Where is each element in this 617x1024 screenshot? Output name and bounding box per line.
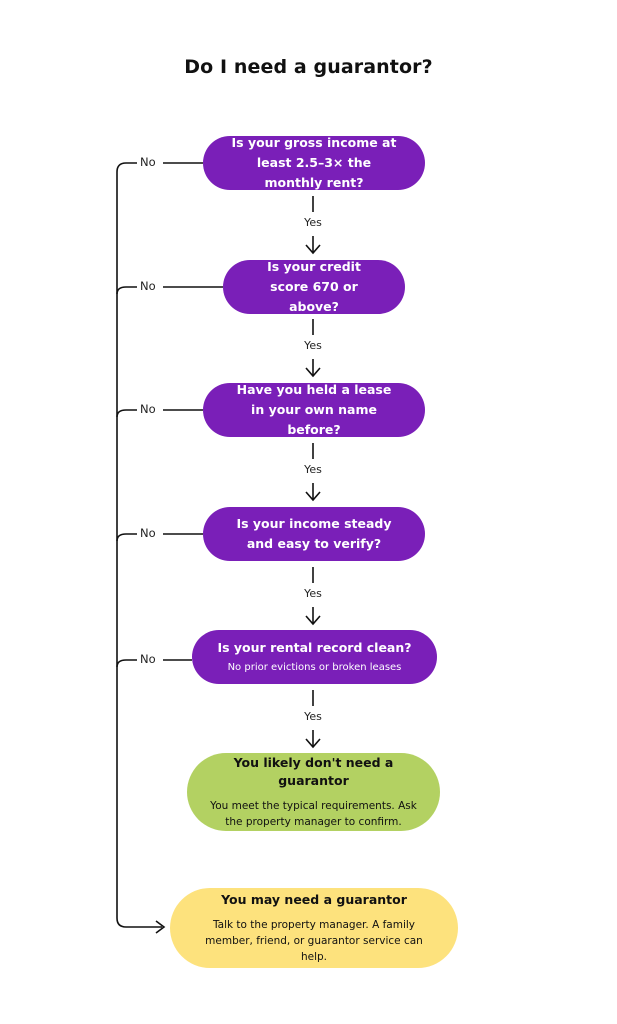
question-income-steady: Is your income steady and easy to verify… [203,507,425,561]
no-label-4: No [140,526,156,540]
no-branch-5 [116,659,137,668]
question-credit-score-text: Is your credit score 670 or above? [267,259,361,314]
question-income-steady-text: Is your income steady and easy to verify… [236,516,392,551]
no-label-5: No [140,652,156,666]
no-label-2: No [140,279,156,293]
question-rental-record-subtext: No prior evictions or broken leases [227,662,402,673]
yes-arrowhead-3 [305,491,321,502]
yes-label-2: Yes [304,339,322,352]
no-label-3: No [140,402,156,416]
question-income-text: Is your gross income at least 2.5–3× the… [231,135,397,190]
question-income: Is your gross income at least 2.5–3× the… [203,135,425,190]
no-branch-4 [116,533,137,542]
page-title: Do I need a guarantor? [184,56,433,78]
no-arrowhead [155,920,166,934]
yes-arrowhead-4 [305,615,321,626]
outcome-no-guarantor-text: You meet the typical requirements. Ask t… [210,800,417,828]
yes-arrowhead-1 [305,244,321,255]
question-lease-history: Have you held a lease in your own name b… [203,382,425,437]
question-rental-record-text: Is your rental record clean? [217,640,412,655]
yes-label-5: Yes [304,710,322,723]
question-lease-history-text: Have you held a lease in your own name b… [236,382,392,437]
outcome-may-need-guarantor-title: You may need a guarantor [221,892,407,907]
outcome-no-guarantor-title: You likely don't need a guarantor [233,755,394,788]
no-branch-3 [116,409,137,418]
no-trunk-line [116,162,162,928]
no-label-1: No [140,155,156,169]
question-credit-score: Is your credit score 670 or above? [223,259,405,314]
outcome-no-guarantor: You likely don't need a guarantor You me… [187,753,440,831]
yes-arrowhead-5 [305,738,321,749]
yes-label-3: Yes [304,463,322,476]
question-rental-record: Is your rental record clean? No prior ev… [192,630,437,684]
no-branch-2 [116,286,137,295]
outcome-may-need-guarantor: You may need a guarantor Talk to the pro… [170,888,458,968]
yes-label-4: Yes [304,587,322,600]
yes-label-1: Yes [304,216,322,229]
outcome-may-need-guarantor-text: Talk to the property manager. A family m… [205,919,423,963]
yes-arrowhead-2 [305,367,321,378]
